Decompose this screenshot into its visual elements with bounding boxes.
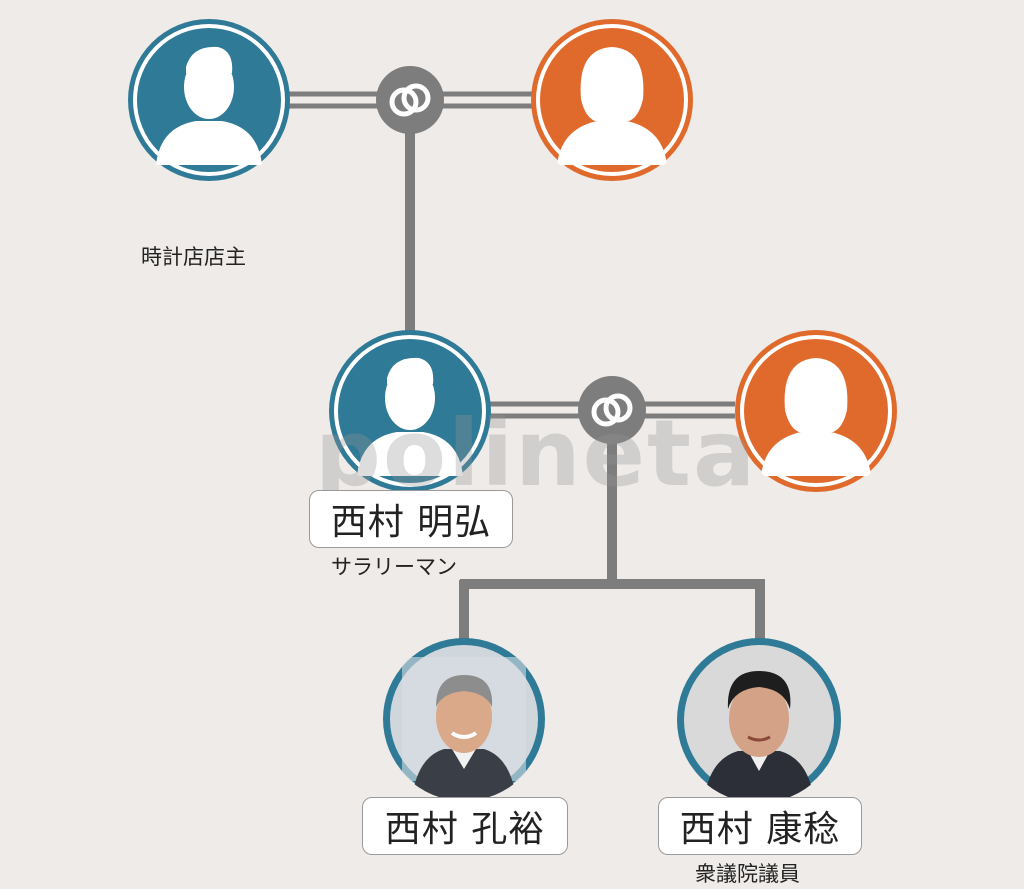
male-silhouette-icon	[128, 19, 290, 181]
brother-name-tag: 西村 孔裕	[362, 797, 568, 855]
subject-photo	[677, 638, 841, 802]
grandfather-avatar	[126, 17, 292, 183]
brother-avatar	[382, 637, 546, 801]
female-silhouette-icon	[531, 19, 693, 181]
rings-icon	[578, 376, 646, 444]
subject-role: 衆議院議員	[695, 862, 800, 886]
subject-avatar	[676, 637, 842, 803]
rings-icon	[376, 66, 444, 134]
male-silhouette-icon	[329, 330, 491, 492]
grandmother-avatar	[529, 17, 695, 183]
female-silhouette-icon	[735, 330, 897, 492]
subject-name-tag: 西村 康稔	[658, 797, 862, 855]
father-name-tag: 西村 明弘	[309, 490, 513, 548]
father-role: サラリーマン	[331, 555, 457, 579]
brother-photo	[383, 638, 545, 800]
father-avatar	[327, 328, 493, 494]
grandfather-role: 時計店店主	[141, 245, 246, 269]
mother-avatar	[733, 328, 899, 494]
